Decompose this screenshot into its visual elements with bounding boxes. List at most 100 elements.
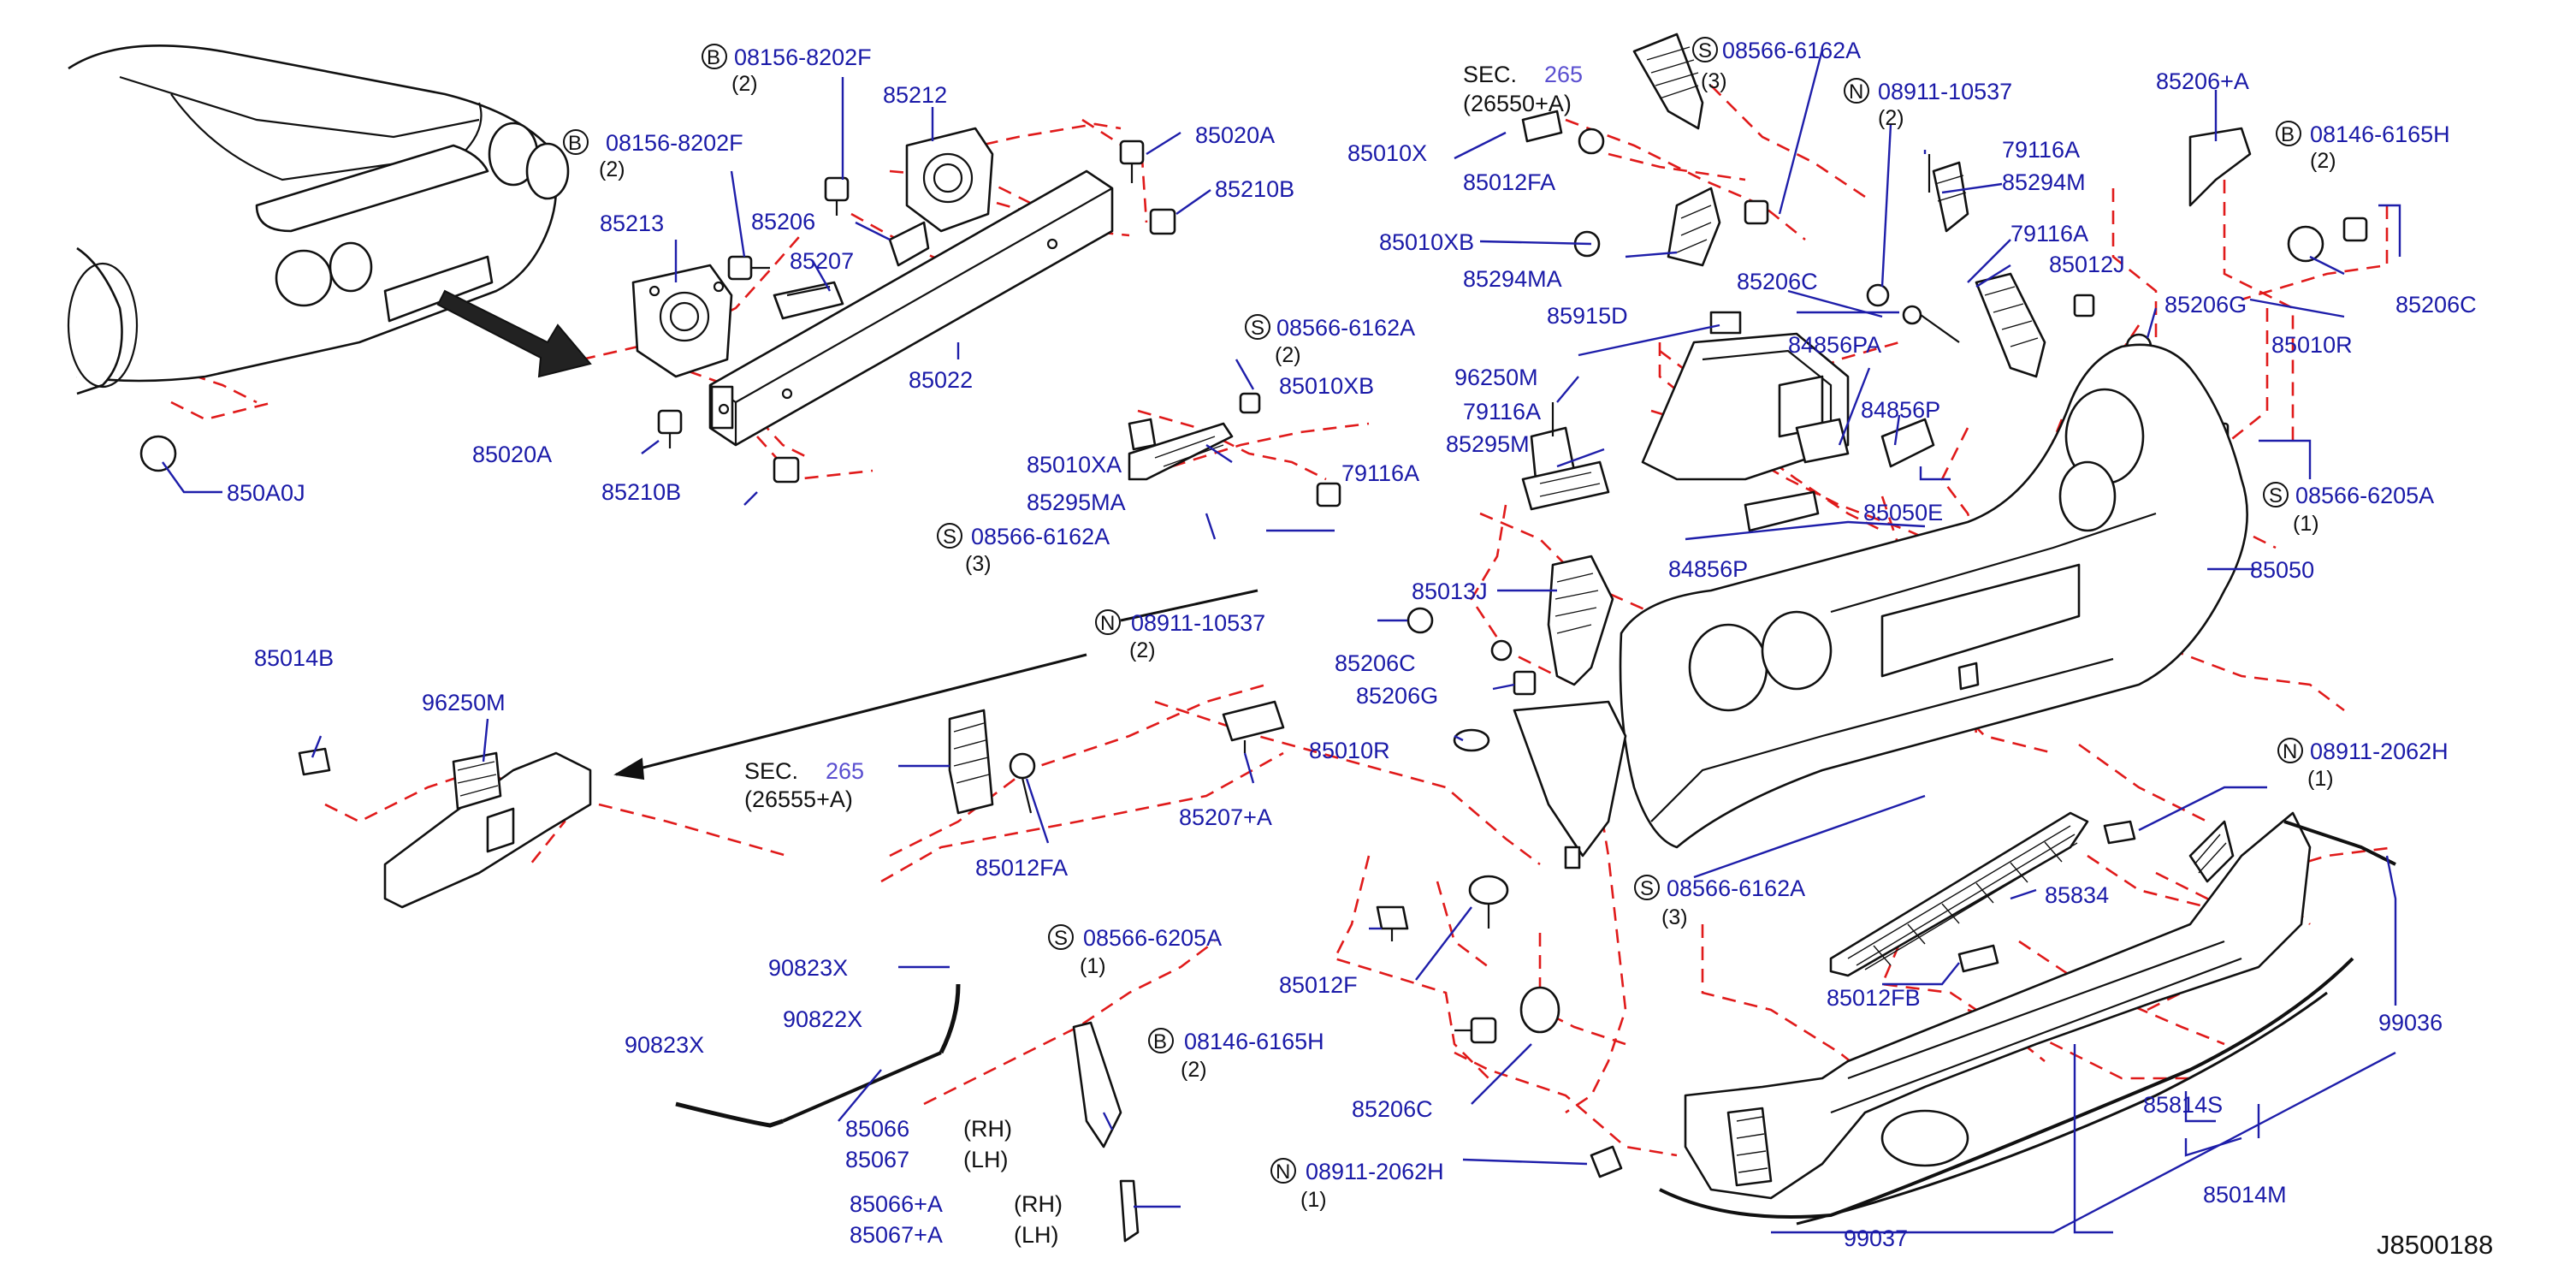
label-85294ma: 85294MA	[1463, 266, 1562, 292]
bracket-85013J	[1406, 555, 1614, 752]
label-85295m: 85295M	[1446, 431, 1530, 457]
label-84856p-a: 84856P	[1861, 397, 1940, 423]
svg-text:N: N	[1276, 1160, 1290, 1184]
sec265-bracket-left	[948, 700, 1285, 815]
middle-brackets	[1128, 311, 1935, 532]
label-85206g-low: 85206G	[1356, 683, 1438, 709]
svg-text:08911-2062H: 08911-2062H	[1306, 1159, 1444, 1184]
label-85213: 85213	[600, 211, 664, 236]
svg-text:B: B	[568, 132, 582, 155]
inset-arrows	[613, 589, 1258, 780]
label-79116a-c: 79116A	[1341, 460, 1419, 486]
label-85020a-top: 85020A	[1195, 122, 1275, 148]
svg-text:N: N	[1100, 612, 1115, 635]
sec-265-left: SEC. 265 (26555+A)	[744, 758, 864, 812]
callout-08156-8202f-top: B 08156-8202F (2)	[702, 44, 872, 96]
label-90822x: 90822X	[783, 1006, 862, 1032]
svg-text:(3): (3)	[965, 552, 992, 576]
car-rear-sketch	[67, 45, 592, 472]
callout-08566-6162a-mid: S 08566-6162A (2)	[1245, 314, 1415, 367]
label-85022: 85022	[909, 367, 973, 393]
label-99036: 99036	[2378, 1010, 2443, 1036]
label-99037: 99037	[1844, 1225, 1908, 1251]
label-96250m-top: 96250M	[1454, 365, 1538, 390]
label-85050e: 85050E	[1863, 500, 1943, 525]
diffuser-trim-99036-99037	[1659, 820, 2396, 1225]
sec-265-top: SEC. 265 (26550+A)	[1463, 62, 1583, 116]
label-85210b-top: 85210B	[1215, 176, 1294, 202]
label-85814s: 85814S	[2143, 1092, 2223, 1118]
diagram-id: J8500188	[2377, 1230, 2493, 1260]
bolts-top-left	[657, 139, 1176, 484]
callout-08566-6162a-top: S 08566-6162A (3)	[1692, 37, 1861, 93]
callout-08566-6162a-lowmid: S 08566-6162A (3)	[937, 523, 1110, 576]
label-85206c-low: 85206C	[1335, 650, 1416, 676]
label-85067a: 85067+A	[850, 1222, 943, 1248]
rear-diffuser-85814S	[1684, 811, 2312, 1200]
callout-08911-10537-left: N 08911-10537 (2)	[1095, 609, 1265, 662]
label-84856p-b: 84856P	[1668, 556, 1748, 582]
label-85206c-bottom: 85206C	[1352, 1096, 1433, 1122]
svg-text:08566-6205A: 08566-6205A	[1083, 925, 1222, 951]
bracket-85206-85207	[773, 221, 930, 320]
leader-lines	[162, 49, 2401, 1234]
label-85013j: 85013J	[1412, 579, 1488, 604]
label-85010xa: 85010XA	[1027, 452, 1122, 478]
label-85010r-top: 85010R	[2271, 332, 2353, 358]
svg-text:(2): (2)	[1275, 343, 1301, 367]
callout-08566-6205a-low: S 08566-6205A (1)	[1048, 924, 1222, 978]
label-85012fa-top: 85012FA	[1463, 169, 1555, 195]
label-85207: 85207	[790, 248, 854, 274]
label-85020a-left: 85020A	[472, 442, 552, 467]
svg-text:S: S	[2269, 484, 2283, 507]
svg-text:(2): (2)	[2310, 149, 2336, 173]
bracket-85212	[905, 127, 994, 233]
callout-08566-6162a-low: S 08566-6162A (3)	[1634, 875, 1805, 929]
svg-text:(2): (2)	[1129, 638, 1156, 662]
label-84856pa: 84856PA	[1788, 332, 1881, 358]
callout-08911-10537-top: N 08911-10537 (2)	[1844, 78, 2012, 130]
label-79116a-a: 79116A	[2002, 137, 2080, 163]
label-85295ma: 85295MA	[1027, 490, 1126, 515]
svg-text:S: S	[1251, 317, 1264, 340]
label-85010r-low: 85010R	[1309, 738, 1390, 763]
svg-text:08911-10537: 08911-10537	[1878, 79, 2012, 104]
label-85915d: 85915D	[1547, 303, 1628, 329]
svg-text:08566-6162A: 08566-6162A	[1667, 875, 1805, 901]
svg-text:08146-6165H: 08146-6165H	[2310, 122, 2450, 147]
label-85207a: 85207+A	[1179, 804, 1272, 830]
label-85212: 85212	[883, 82, 947, 108]
label-85066a: 85066+A	[850, 1191, 943, 1217]
label-85206g-top: 85206G	[2164, 292, 2247, 318]
svg-text:08156-8202F: 08156-8202F	[606, 130, 743, 156]
label-85012j: 85012J	[2049, 252, 2125, 277]
label-85206a-top: 85206+A	[2156, 68, 2249, 94]
label-85067: 85067	[845, 1147, 909, 1172]
svg-text:S: S	[1054, 927, 1068, 950]
svg-text:(1): (1)	[1080, 954, 1106, 978]
callout-08146-6165h-top: B 08146-6165H (2)	[2276, 121, 2450, 173]
label-85010xb-top: 85010XB	[1379, 229, 1474, 255]
svg-text:08156-8202F: 08156-8202F	[734, 45, 872, 70]
svg-text:265: 265	[826, 758, 864, 784]
label-85014b: 85014B	[254, 645, 334, 671]
callout-08146-6165h-low: B 08146-6165H (2)	[1148, 1028, 1324, 1082]
svg-text:N: N	[1849, 80, 1863, 104]
lower-small-parts	[1376, 820, 2136, 1178]
label-85012fa-low: 85012FA	[975, 855, 1068, 881]
svg-text:B: B	[1153, 1030, 1167, 1053]
label-85050: 85050	[2250, 557, 2314, 583]
svg-text:(1): (1)	[1300, 1188, 1327, 1212]
svg-text:(2): (2)	[731, 72, 758, 96]
svg-text:(RH): (RH)	[1014, 1191, 1063, 1217]
svg-text:B: B	[707, 46, 720, 69]
svg-text:08566-6162A: 08566-6162A	[1722, 38, 1861, 63]
label-85206c-mid: 85206C	[1737, 269, 1818, 294]
svg-text:08566-6162A: 08566-6162A	[1276, 315, 1415, 341]
svg-text:08911-10537: 08911-10537	[1131, 610, 1265, 636]
label-90823x-b: 90823X	[625, 1032, 704, 1058]
svg-text:N: N	[2283, 740, 2297, 763]
bracket-85213	[631, 264, 733, 378]
svg-text:(2): (2)	[1878, 106, 1904, 130]
